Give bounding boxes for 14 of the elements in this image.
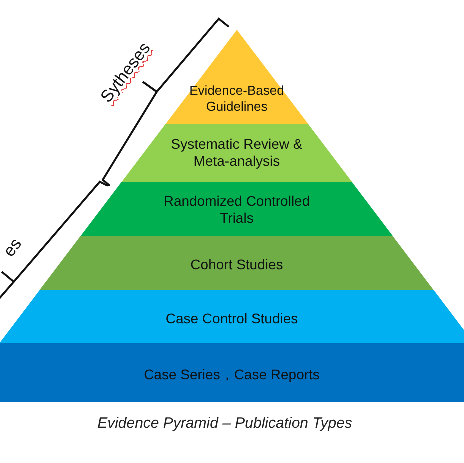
tier-label: Randomized Controlled Trials: [162, 193, 312, 227]
tier-label: Evidence-Based Guidelines: [188, 83, 286, 115]
caption: Evidence Pyramid – Publication Types: [98, 415, 352, 432]
pyramid-tier: [0, 290, 464, 343]
tier-label: Case Control Studies: [166, 310, 298, 328]
pyramid-tier: [40, 236, 434, 290]
pyramid-tier: [166, 30, 308, 124]
pyramid-tier: [0, 343, 464, 402]
bracket-label: es: [0, 234, 26, 262]
pyramid-tier: [81, 182, 393, 236]
pyramid-tier: [122, 124, 352, 182]
tier-label: Case Series，Case Reports: [144, 366, 320, 384]
tier-label: Systematic Review & Meta-analysis: [170, 136, 304, 170]
tier-label: Cohort Studies: [190, 256, 284, 274]
